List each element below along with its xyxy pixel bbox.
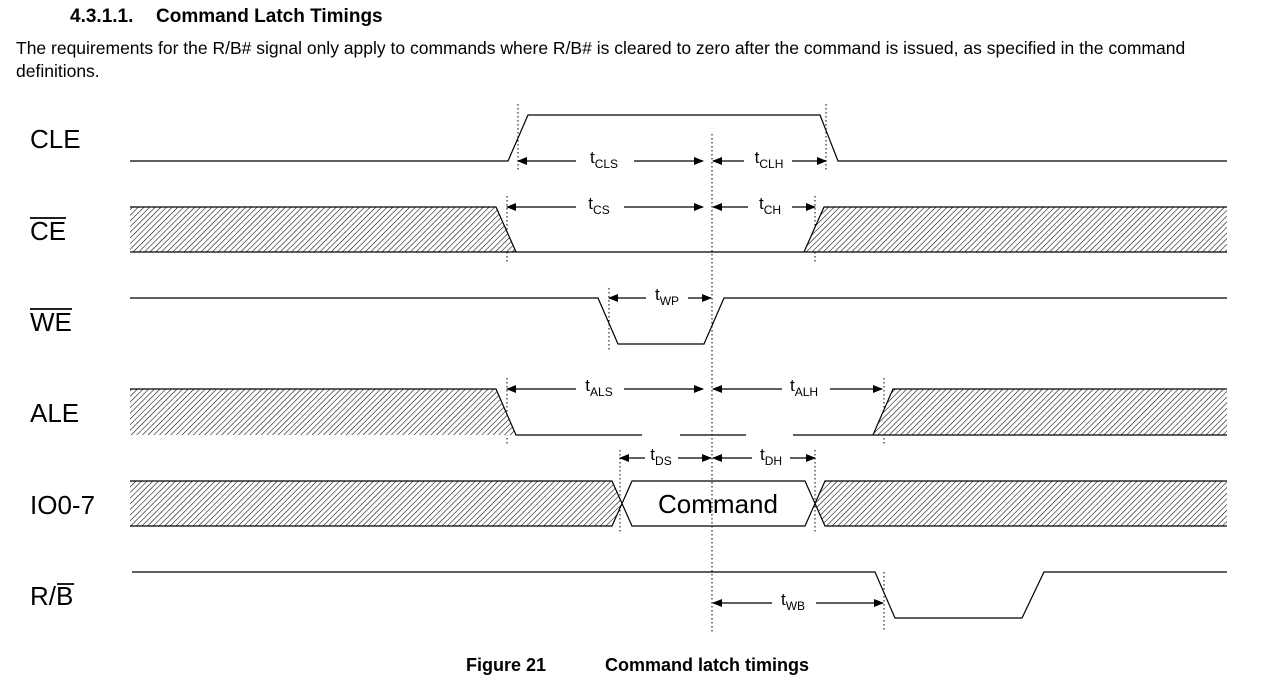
ce-waveform bbox=[130, 206, 1227, 253]
section-heading: 4.3.1.1. Command Latch Timings bbox=[70, 6, 383, 28]
io-hatch-right bbox=[815, 481, 1227, 526]
timing-arrows bbox=[506, 157, 884, 607]
signal-label-ce: CE bbox=[30, 216, 66, 246]
ale-waveform bbox=[130, 388, 1227, 436]
signal-label-rb: R/B bbox=[30, 581, 73, 611]
timing-label-tch: tCH bbox=[759, 194, 781, 217]
signal-label-io: IO0-7 bbox=[30, 490, 95, 520]
section-paragraph: The requirements for the R/B# signal onl… bbox=[16, 38, 1186, 81]
ale-hatch-left bbox=[130, 389, 516, 435]
ce-hatch-right bbox=[804, 207, 1227, 252]
section-number: 4.3.1.1. bbox=[70, 6, 134, 27]
timing-label-twb: tWB bbox=[781, 590, 805, 613]
timing-label-tcls: tCLS bbox=[590, 148, 618, 171]
signal-label-rb-r: R/ bbox=[30, 581, 57, 611]
reference-lines bbox=[506, 104, 885, 632]
rb-waveform bbox=[132, 571, 1227, 619]
timing-label-tds: tDS bbox=[650, 445, 671, 468]
figure-label: Figure 21 bbox=[466, 655, 547, 675]
we-waveform bbox=[130, 297, 1227, 345]
signal-label-we: WE bbox=[30, 307, 72, 337]
io-hatch-left bbox=[130, 481, 622, 526]
ale-hatch-right bbox=[873, 389, 1227, 435]
cle-waveform bbox=[130, 114, 1227, 162]
signal-label-rb-b: B bbox=[56, 581, 73, 611]
timing-label-tcs: tCS bbox=[588, 194, 609, 217]
timing-label-twp: tWP bbox=[655, 285, 679, 308]
signal-label-cle: CLE bbox=[30, 124, 81, 154]
timing-label-tclh: tCLH bbox=[755, 148, 784, 171]
io-bus-value: Command bbox=[658, 489, 778, 519]
section-title: Command Latch Timings bbox=[156, 6, 383, 27]
signal-label-ale: ALE bbox=[30, 398, 79, 428]
io-waveform bbox=[130, 480, 1227, 527]
figure-caption: Command latch timings bbox=[605, 655, 810, 675]
timing-label-talh: tALH bbox=[790, 376, 818, 399]
ce-hatch-left bbox=[130, 207, 516, 252]
timing-label-tals: tALS bbox=[585, 376, 612, 399]
timing-label-tdh: tDH bbox=[760, 445, 782, 468]
